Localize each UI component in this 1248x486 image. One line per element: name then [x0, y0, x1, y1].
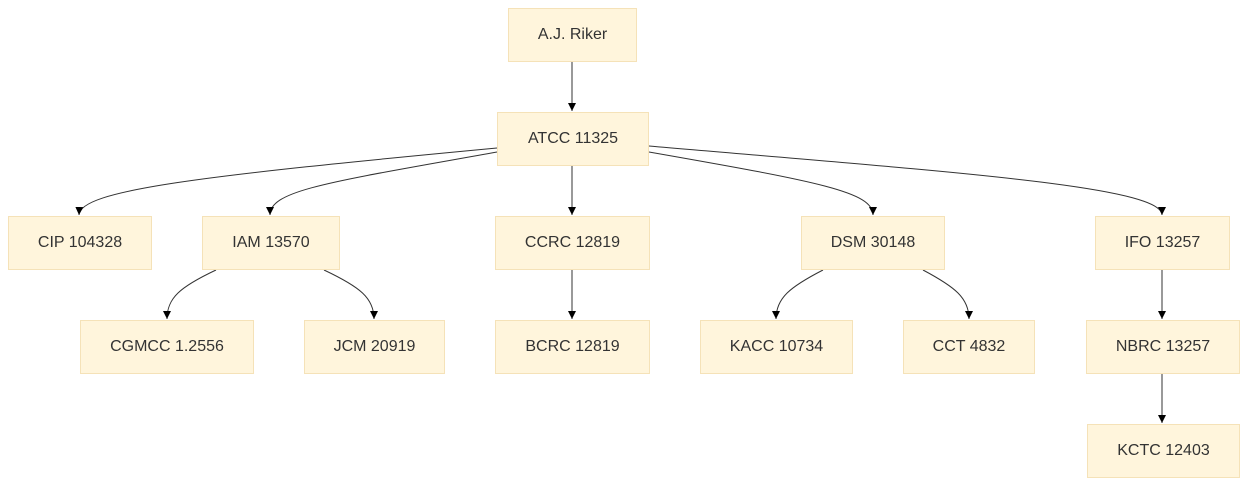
- edge-atcc-iam: [266, 151, 498, 216]
- node-ifo-13257: IFO 13257: [1095, 216, 1230, 270]
- edge-dsm-cct: [922, 269, 973, 320]
- node-kacc-10734: KACC 10734: [700, 320, 853, 374]
- node-cip-104328: CIP 104328: [8, 216, 152, 270]
- edge-iam-jcm: [323, 269, 378, 320]
- node-aj-riker: A.J. Riker: [508, 8, 637, 62]
- edge-dsm-kacc: [772, 269, 824, 320]
- edge-atcc-dsm: [648, 151, 877, 216]
- node-jcm-20919: JCM 20919: [304, 320, 445, 374]
- node-nbrc-13257: NBRC 13257: [1086, 320, 1240, 374]
- node-kctc-12403: KCTC 12403: [1087, 424, 1240, 478]
- node-dsm-30148: DSM 30148: [801, 216, 945, 270]
- node-bcrc-12819: BCRC 12819: [495, 320, 650, 374]
- node-ccrc-12819: CCRC 12819: [495, 216, 650, 270]
- node-cct-4832: CCT 4832: [903, 320, 1035, 374]
- node-atcc-11325: ATCC 11325: [497, 112, 649, 166]
- edge-atcc-cip: [75, 147, 498, 216]
- node-iam-13570: IAM 13570: [202, 216, 340, 270]
- node-cgmcc-1-2556: CGMCC 1.2556: [80, 320, 254, 374]
- edge-iam-cgmcc: [163, 269, 217, 320]
- edge-atcc-ifo: [648, 145, 1166, 216]
- edges-group: [75, 62, 1166, 423]
